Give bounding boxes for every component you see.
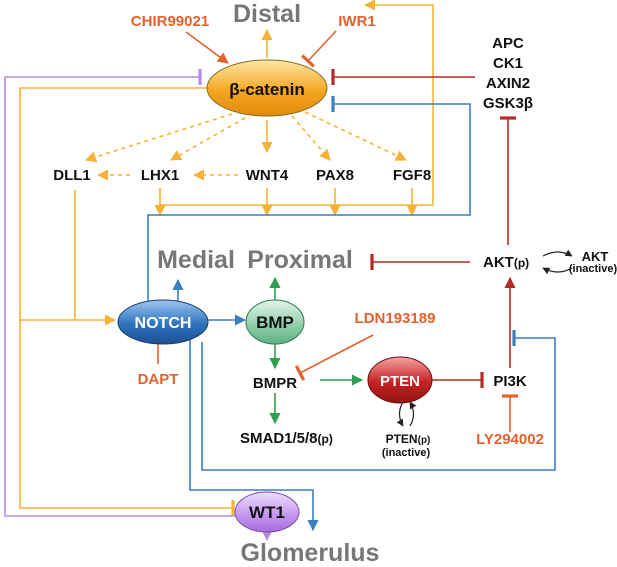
cycle-inactive-to-akt [542,267,573,275]
dashed-arrow-to-pax8 [291,115,331,161]
dashed-arrow-to-lhx1 [170,117,246,161]
pten-p-label: PTEN(p) [386,432,431,446]
inhibit-notch-to-pi3k [201,330,556,471]
wnt4-label: WNT4 [246,167,289,184]
dll1-label: DLL1 [53,167,91,184]
arrow-beta-catenin-to-wt1 [19,320,235,516]
smad-name: SMAD1/5/8 [240,430,318,447]
axin2-label: AXIN2 [486,75,530,92]
medial-label: Medial [157,246,235,274]
iwr1-label: IWR1 [338,13,376,30]
bmp-node: BMP [245,299,305,345]
fgf8-label: FGF8 [393,167,431,184]
bmpr-label: BMPR [253,375,297,392]
akt-inactive-note: (inactive) [569,263,617,275]
inhibit-notch-to-beta-catenin [147,96,471,304]
notch-node: NOTCH [117,299,209,345]
arrow-fgf8-feedback-to-distal [160,0,434,206]
beta-catenin-label: β-catenin [229,80,305,99]
pten-node: PTEN [367,356,433,404]
ck1-label: CK1 [493,55,523,72]
drug-arrows [150,30,518,432]
lhx1-label: LHX1 [141,167,179,184]
inhibit-ldn-to-bmpr [294,334,374,381]
gsk3b-label: GSK3β [483,95,533,112]
akt-inactive-label: AKT [582,249,609,264]
inhibit-wt1-to-beta-catenin [4,69,238,517]
akt-phospho: (p) [514,256,529,270]
pi3k-pathway-arrows [331,69,516,388]
pi3k-label: PI3K [493,373,527,390]
arrow-notch-to-glomerulus [189,340,319,532]
akt-active-name: AKT [483,254,514,271]
pax8-label: PAX8 [316,167,354,184]
bmp-label: BMP [256,313,294,332]
ly294002-label: LY294002 [476,431,544,448]
wt1-label: WT1 [249,503,285,522]
smad-label: SMAD1/5/8(p) [240,430,333,447]
beta-catenin-node: β-catenin [206,59,328,117]
apc-label: APC [492,35,524,52]
inhibit-iwr1-to-beta-catenin [301,30,337,68]
bmp-pathway-arrows [269,276,364,425]
akt-active-label: AKT(p) [483,254,529,271]
glomerulus-label: Glomerulus [241,539,380,567]
arrow-chir-to-beta-catenin [185,31,229,64]
cycle-inactive-to-pten [409,401,417,427]
smad-phospho: (p) [318,432,333,446]
wt1-node: WT1 [234,491,300,533]
dapt-label: DAPT [138,371,179,388]
proximal-label: Proximal [247,246,353,274]
pten-inactive-note: (inactive) [382,447,431,459]
chir99021-label: CHIR99021 [131,13,209,30]
ldn193189-label: LDN193189 [355,310,436,327]
dashed-arrow-to-fgf8 [304,111,408,161]
notch-label: NOTCH [135,315,192,332]
arrow-beta-catenin-to-notch [19,87,208,326]
distal-label: Distal [233,0,301,28]
notch-pathway-arrows [147,96,556,532]
pten-p-name: PTEN [386,432,418,446]
pten-p-suffix: (p) [418,435,431,446]
wnt-pathway-arrows [19,0,434,516]
pten-label: PTEN [380,373,420,390]
dashed-arrow-to-dll1 [84,113,233,163]
cycle-pten-to-inactive [396,401,404,427]
inactivation-cycles [396,249,573,427]
cycle-akt-to-inactive [542,249,573,257]
